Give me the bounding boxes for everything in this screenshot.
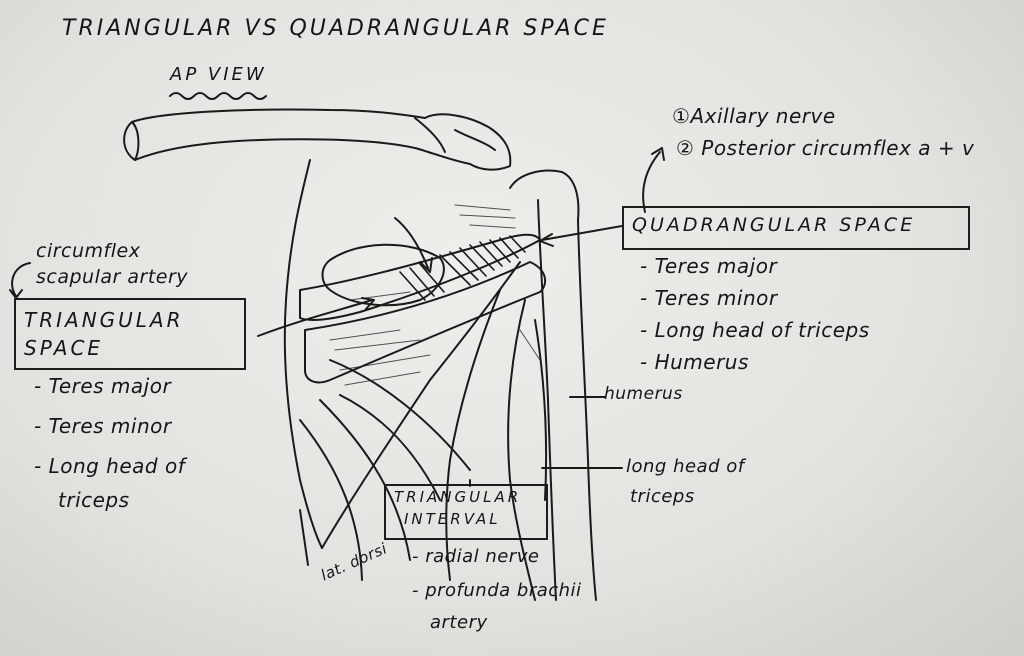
quad-content-2: ② Posterior circumflex a + v	[676, 136, 974, 160]
triangular-space-box	[14, 298, 246, 370]
triangular-interval-box	[384, 484, 548, 540]
marker-1: ①	[672, 104, 691, 128]
arrow-triangular-head	[361, 297, 375, 310]
triangular-space-label-line1: TRIANGULAR	[24, 308, 184, 332]
acromion-detail	[454, 129, 496, 151]
arrow-quadrangular-head	[539, 233, 554, 247]
axillary-nerve-label: Axillary nerve	[690, 104, 836, 128]
triangular-interval-label-line2: INTERVAL	[404, 510, 501, 528]
muscle-line-2	[339, 394, 441, 501]
humeral-head	[509, 169, 580, 221]
long-head-label-line1: long head of	[626, 456, 745, 477]
arrow-to-teres-minor	[394, 217, 429, 269]
humerus-shaft-lateral	[577, 219, 597, 601]
page-title: TRIANGULAR VS QUADRANGULAR SPACE	[62, 16, 609, 41]
quadrangular-space-label: QUADRANGULAR SPACE	[632, 214, 916, 236]
arrow-circumflex-head	[9, 289, 23, 299]
glenoid-arc	[321, 243, 445, 307]
tri-border-2: - Teres minor	[34, 414, 172, 438]
subtitle-squiggle	[169, 92, 267, 100]
circumflex-label-line1: circumflex	[36, 240, 141, 262]
arrow-to-contents-head	[651, 147, 665, 161]
long-head-label-line2: triceps	[630, 486, 695, 507]
acromion-joint	[414, 117, 446, 153]
arrow-to-teres-minor-head	[419, 257, 433, 273]
lat-dorsi-1	[299, 419, 363, 581]
clavicle-end	[131, 121, 140, 161]
quadrangular-hatching	[399, 235, 526, 301]
long-head-triceps-3	[534, 319, 548, 501]
tri-border-4: triceps	[58, 488, 130, 512]
marker-2: ②	[676, 136, 695, 160]
posterior-circumflex-label: Posterior circumflex a + v	[701, 136, 975, 160]
quad-border-2: - Teres minor	[640, 286, 778, 310]
humerus-label: humerus	[604, 384, 683, 404]
humerus-shaft-medial	[537, 199, 557, 601]
long-head-triceps-2	[507, 299, 536, 601]
tri-border-1: - Teres major	[34, 374, 172, 398]
interval-content-2: - profunda brachii	[412, 580, 582, 601]
quad-content-1: ①Axillary nerve	[672, 104, 836, 128]
interval-content-1: - radial nerve	[412, 546, 540, 567]
quad-border-1: - Teres major	[640, 254, 778, 278]
sketch-shading	[329, 204, 541, 386]
leader-lat-dorsi	[299, 509, 309, 566]
clavicle	[123, 108, 512, 171]
triangular-interval-label-line1: TRIANGULAR	[394, 488, 522, 506]
circumflex-label-line2: scapular artery	[36, 266, 189, 288]
quadrangular-space-box	[622, 206, 970, 250]
tri-border-3: - Long head of	[34, 454, 186, 478]
arrow-to-contents	[642, 151, 661, 213]
triangular-space-label-line2: SPACE	[24, 336, 104, 360]
arrow-quadrangular	[541, 225, 623, 241]
quad-border-3: - Long head of triceps	[640, 318, 870, 342]
teres-major	[304, 261, 547, 384]
scapula-medial-border	[283, 159, 323, 549]
quad-border-4: - Humerus	[640, 350, 749, 374]
arrow-triangular	[257, 299, 373, 337]
muscle-line-1	[329, 359, 471, 471]
interval-content-3: artery	[430, 612, 488, 633]
page-subtitle: AP VIEW	[170, 64, 267, 85]
arrow-circumflex	[11, 262, 31, 297]
